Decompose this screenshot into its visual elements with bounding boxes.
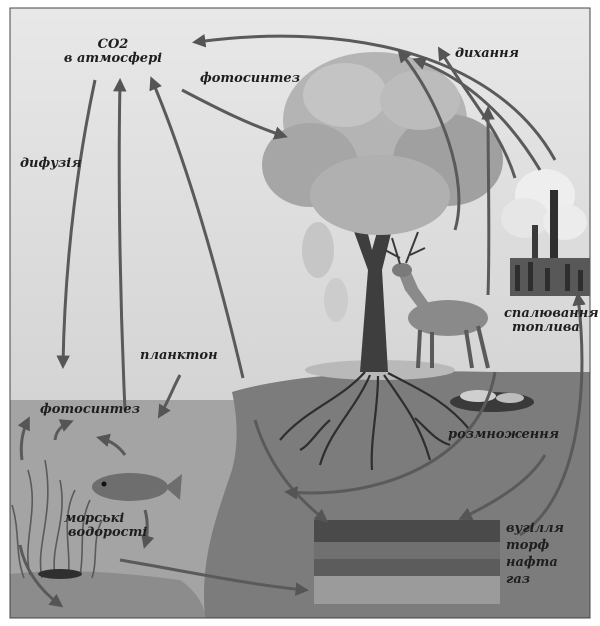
- fossil-fuels-label: вугілля торф нафта газ: [506, 521, 564, 589]
- fossil-fuel-layers: [314, 520, 500, 604]
- seaweed-line1: морські: [64, 512, 147, 526]
- respiration-label: дихання: [455, 47, 519, 61]
- co2-label: CO2: [58, 38, 168, 52]
- atmosphere-label: в атмосфері: [58, 52, 168, 66]
- plankton-label: планктон: [140, 349, 218, 363]
- decomposition-label: розмноження: [448, 428, 559, 442]
- fuel-burning-label: спалювання топлива: [504, 307, 599, 334]
- fuel-burning-line2: топлива: [504, 321, 599, 335]
- seaweed-line2: водорості: [64, 526, 147, 540]
- oil-band: [314, 559, 500, 576]
- coal-label: вугілля: [506, 521, 564, 538]
- gas-label: газ: [506, 572, 564, 589]
- oil-label: нафта: [506, 555, 564, 572]
- peat-band: [314, 542, 500, 559]
- arrow-deer-respiration: [488, 110, 489, 295]
- peat-label: торф: [506, 538, 564, 555]
- diffusion-label: дифузія: [20, 157, 82, 171]
- photosynthesis-sea-label: фотосинтез: [40, 403, 140, 417]
- co2-atmosphere-label: CO2 в атмосфері: [58, 38, 168, 65]
- coal-band: [314, 520, 500, 542]
- seaweed-label: морські водорості: [64, 512, 147, 539]
- fuel-burning-line1: спалювання: [504, 307, 599, 321]
- gas-band: [314, 576, 500, 604]
- photosynthesis-land-label: фотосинтез: [200, 72, 300, 86]
- seabed-rock: [38, 569, 82, 579]
